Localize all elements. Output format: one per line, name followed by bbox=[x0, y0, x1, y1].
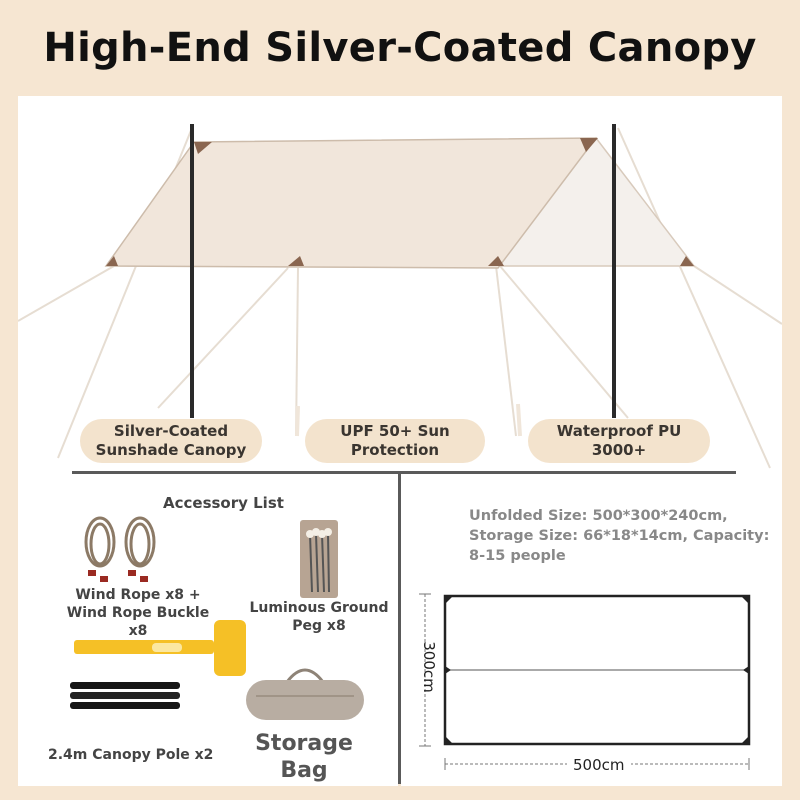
section-divider bbox=[72, 471, 736, 474]
storage-bag-image bbox=[246, 668, 364, 720]
mallet-image bbox=[74, 620, 246, 676]
accessory-heading: Accessory List bbox=[163, 494, 284, 512]
canopy-sheet bbox=[104, 137, 598, 269]
storage-bag-label: Storage Bag bbox=[244, 730, 364, 784]
accessory-panel: Accessory List Wind Rope x8 + Wind Rope … bbox=[18, 474, 398, 786]
wind-rope-image bbox=[84, 516, 156, 582]
dimension-diagram bbox=[419, 593, 751, 770]
ground-peg-label: Luminous Ground Peg x8 bbox=[244, 599, 394, 635]
title-bar: High-End Silver-Coated Canopy bbox=[0, 0, 800, 96]
ground-peg-image bbox=[300, 520, 338, 598]
width-dimension-label: 500cm bbox=[567, 756, 631, 774]
storage-bag-text: Storage bbox=[255, 731, 353, 756]
feature-label: Waterproof PU 3000+ bbox=[556, 422, 682, 459]
capacity: 8-15 people bbox=[469, 548, 566, 564]
ground-peg-text: Peg x8 bbox=[292, 618, 346, 634]
height-dimension-label: 300cm bbox=[419, 641, 438, 693]
storage-size: Storage Size: 66*18*14cm, Capacity: bbox=[469, 528, 770, 544]
corner-patches bbox=[106, 138, 694, 266]
wind-rope-text: x8 bbox=[128, 623, 148, 639]
wind-rope-text: Wind Rope Buckle bbox=[66, 605, 210, 621]
spec-panel: Unfolded Size: 500*300*240cm, Storage Si… bbox=[401, 474, 782, 786]
canopy-hero-image bbox=[18, 96, 782, 474]
wind-rope-label: Wind Rope x8 + Wind Rope Buckle x8 bbox=[58, 586, 218, 640]
unfolded-size: Unfolded Size: 500*300*240cm, bbox=[469, 508, 728, 524]
storage-bag-text: Bag bbox=[280, 758, 328, 783]
page-title: High-End Silver-Coated Canopy bbox=[43, 25, 757, 71]
feature-silver-coated: Silver-Coated Sunshade Canopy bbox=[80, 419, 262, 463]
canopy-pole-label: 2.4m Canopy Pole x2 bbox=[48, 747, 214, 763]
panel-divider bbox=[398, 474, 401, 784]
wind-rope-text: Wind Rope x8 + bbox=[75, 587, 201, 603]
feature-label: Sunshade Canopy bbox=[95, 441, 247, 459]
canopy-pole-image bbox=[70, 682, 180, 709]
canopy-poles bbox=[190, 124, 616, 418]
feature-upf: UPF 50+ Sun Protection bbox=[305, 419, 485, 463]
feature-waterproof: Waterproof PU 3000+ bbox=[528, 419, 710, 463]
feature-label: UPF 50+ Sun bbox=[340, 422, 450, 440]
stakes bbox=[295, 403, 522, 437]
feature-label: Silver-Coated bbox=[113, 422, 229, 440]
spec-text: Unfolded Size: 500*300*240cm, Storage Si… bbox=[469, 506, 779, 566]
ground-peg-text: Luminous Ground bbox=[249, 600, 389, 616]
canopy-illustration bbox=[18, 96, 782, 474]
feature-label: Protection bbox=[350, 441, 440, 459]
